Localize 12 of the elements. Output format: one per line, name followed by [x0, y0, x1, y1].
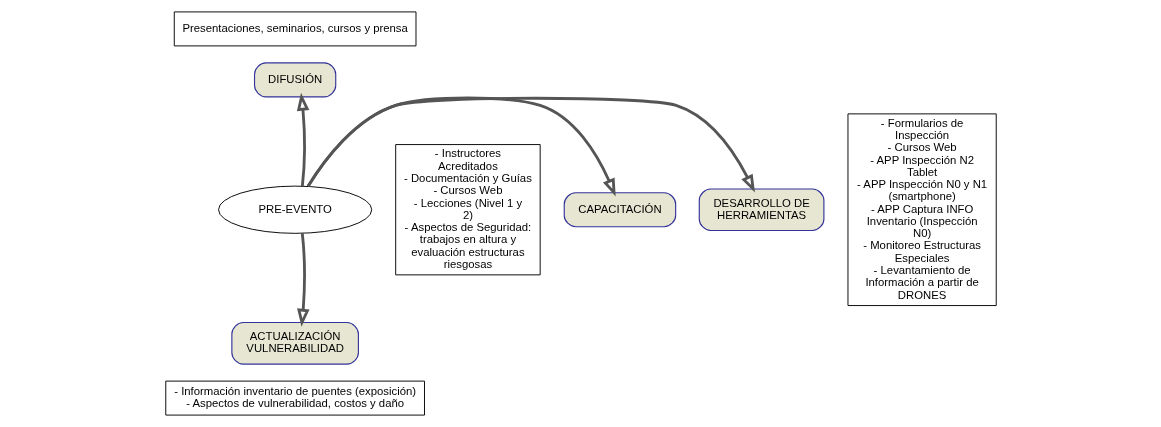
arrow [296, 232, 310, 327]
node-box: CAPACITACIÓN [563, 192, 676, 228]
arrow [296, 92, 309, 187]
node-box: ACTUALIZACIÓN VULNERABILIDAD [230, 322, 359, 365]
node-box: DESARROLLO DE HERRAMIENTAS [698, 188, 824, 232]
node-box: - Formularios de Inspección - Cursos Web - APP Inspección N2 Tablet - APP Inspección N0 y N1 (smartphone) - APP Captura INFO Inventario (Inspección N0) - Monitoreo Estructuras Especiales - Levantamiento de Información a partir de DRONES [847, 113, 997, 307]
node-box: Presentaciones, seminarios, cursos y prensa [173, 11, 416, 47]
node-ellipse: PRE-EVENTO [217, 185, 372, 234]
arrow [306, 96, 755, 193]
node-box: DIFUSIÓN [253, 62, 336, 98]
node-box: - Información inventario de puentes (exposición) - Aspectos de vulnerabilidad, costos y daño [164, 380, 425, 416]
node-box: - Instructores Acreditados - Documentación y Guías - Cursos Web - Lecciones (Nivel 1 y 2) - Aspectos de Seguridad: trabajos en altura y evaluación estructuras riesgosas [394, 144, 541, 276]
